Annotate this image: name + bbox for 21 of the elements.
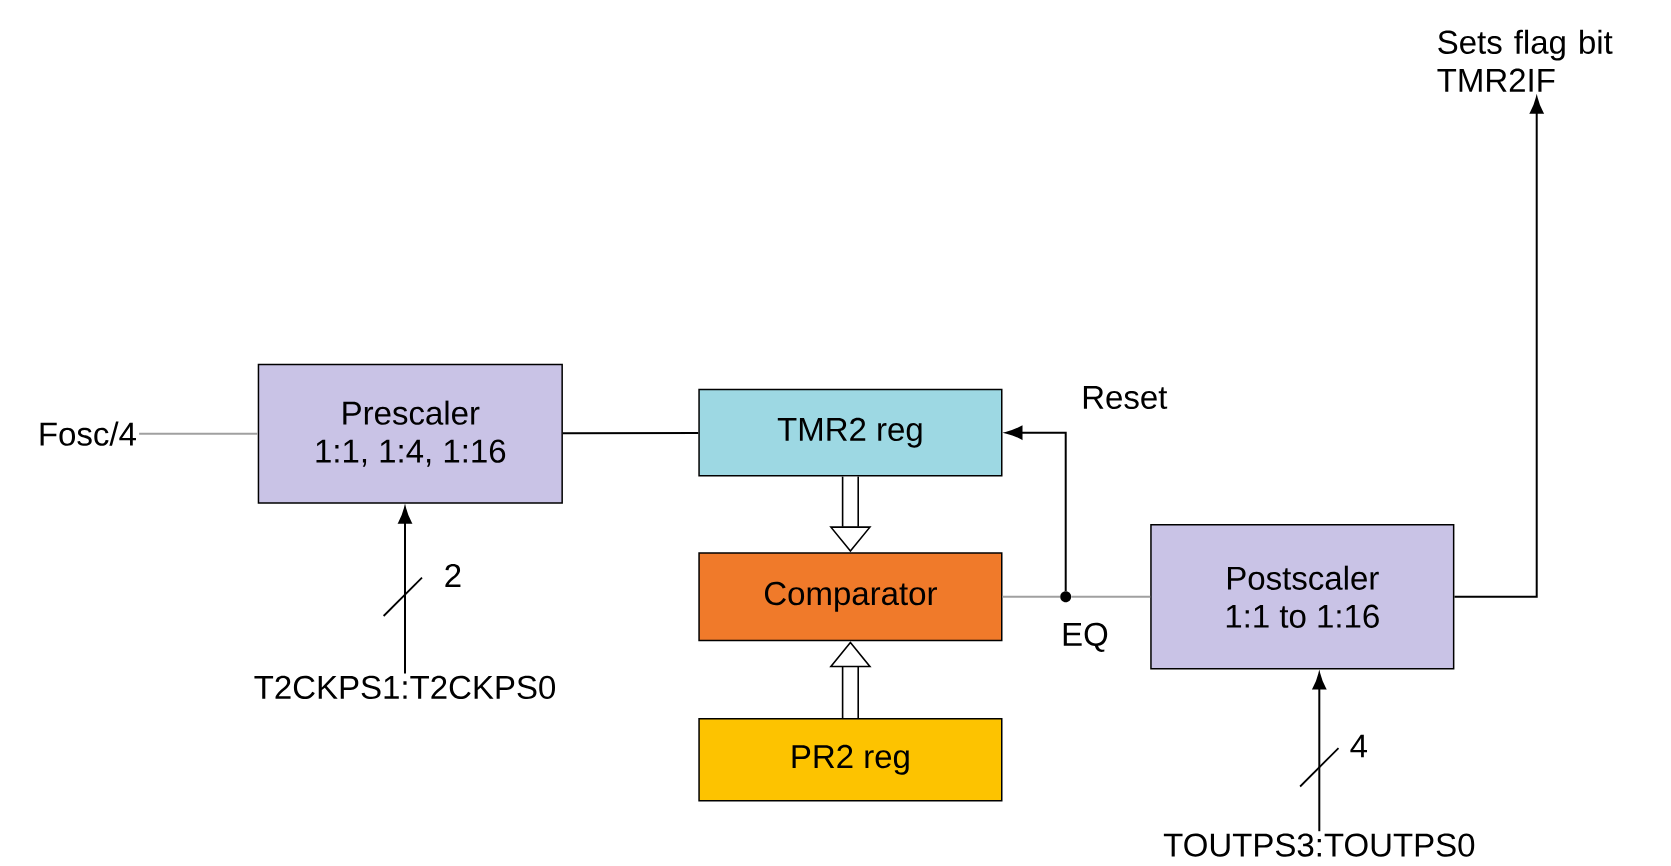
signal-label: TOUTPS3:TOUTPS0 (1163, 833, 1475, 857)
signal-label: EQ (1063, 622, 1108, 652)
block-box: Prescaler 1:1, 1:4, 1:16 (257, 363, 563, 504)
signal-label: Sets flag bit TMR2IF (1437, 29, 1613, 92)
arrow (1453, 96, 1544, 598)
block-box: PR2 reg (698, 718, 1003, 802)
connector-line (1001, 595, 1061, 598)
block-box: Comparator (698, 552, 1003, 642)
connector-line (561, 432, 700, 435)
edge-label: 4 (1348, 733, 1369, 759)
signal-label: T2CKPS1:T2CKPS0 (254, 675, 555, 700)
signal-label: Fosc/4 (40, 421, 136, 446)
block-box: TMR2 reg (698, 388, 1003, 477)
arrow (1312, 672, 1327, 833)
block-box: Postscaler 1:1 to 1:16 (1150, 524, 1455, 670)
arrow (398, 506, 412, 675)
edge-label: Reset (1080, 385, 1169, 410)
connector-line (1070, 595, 1152, 598)
arrow (1005, 425, 1067, 593)
connector-line (138, 432, 259, 435)
edge-label: 2 (442, 563, 464, 588)
